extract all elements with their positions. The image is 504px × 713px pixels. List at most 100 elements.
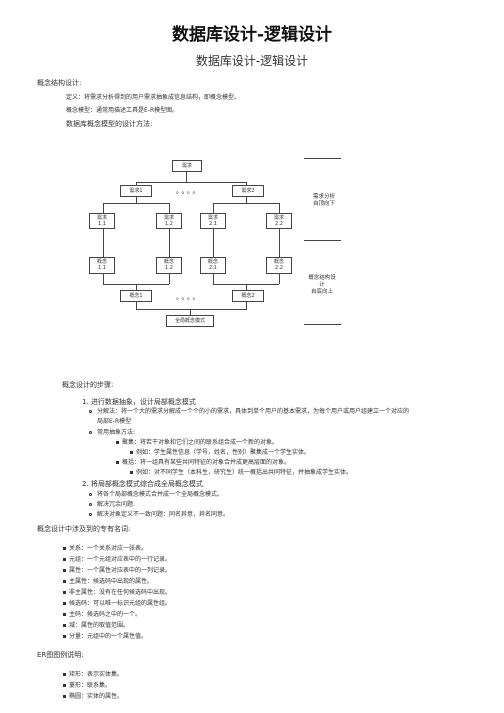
term-candidate-key: 候选码：可以唯一标识元组的属性组。 xyxy=(69,600,172,607)
terms-heading: 概念设计中涉及到的专有名词: xyxy=(37,525,131,533)
definition-text: 定义：将需求分析得到的用户需求抽象成信息结构，即概念模型。 xyxy=(66,94,241,101)
generalization: 概括：将一组具有某些共同特征的对象合并成更高层面的对象。 xyxy=(122,459,291,466)
step-1: 1. 进行数据抽象，设计局部概念模式 xyxy=(82,398,196,406)
connector xyxy=(103,203,169,204)
connector xyxy=(213,203,214,213)
connector xyxy=(279,274,280,284)
bullet xyxy=(63,624,66,627)
bullet xyxy=(89,513,92,516)
divider xyxy=(304,324,341,325)
connector xyxy=(213,274,214,284)
bullet xyxy=(89,410,92,413)
connector xyxy=(136,197,137,203)
bullet xyxy=(130,471,133,474)
step-2: 2. 将局部概念模式综合成全局概念模式 xyxy=(82,480,203,488)
merge-schemas: 将各个局部概念模式合并成一个全局概念模式。 xyxy=(97,491,224,498)
bullet xyxy=(130,451,133,454)
divider xyxy=(304,158,341,159)
connector xyxy=(246,284,247,290)
box-req12: 需求 1.2 xyxy=(156,213,182,229)
term-relation: 关系：一个关系对应一张表。 xyxy=(69,545,148,552)
er-heading: ER图图例说明: xyxy=(37,651,84,659)
box-req21: 需求 2.1 xyxy=(200,213,226,229)
aggregation-example: 例如：学生属性信息（学号，姓名，性别）聚集成一个学生实体。 xyxy=(136,449,311,456)
page-title: 数据库设计-逻辑设计 xyxy=(171,25,333,45)
er-ellipse: 椭圆：实体的属性。 xyxy=(69,693,124,700)
ellipsis-bottom: 。。。。 xyxy=(176,293,202,301)
connector xyxy=(103,203,104,213)
connector xyxy=(213,229,214,257)
section-heading-concept-design: 概念结构设计: xyxy=(37,79,82,87)
box-requirement: 需求 xyxy=(172,160,202,172)
divider xyxy=(304,240,341,241)
er-rectangle: 矩形：表示实体集。 xyxy=(69,671,124,678)
connector xyxy=(246,197,247,203)
bullet xyxy=(63,558,66,561)
box-con22: 概念 2.2 xyxy=(266,257,292,274)
ellipsis-top: 。。。。 xyxy=(176,187,202,195)
bullet xyxy=(63,673,66,676)
er-diamond: 菱形：联系集。 xyxy=(69,682,112,689)
connector xyxy=(279,229,280,257)
design-method-text: 数据库概念模型的设计方法: xyxy=(66,120,153,128)
term-domain: 域：属性的取值范围。 xyxy=(69,622,130,629)
box-con2: 概念2 xyxy=(232,290,264,302)
connector xyxy=(213,203,279,204)
connector xyxy=(246,182,247,186)
term-attribute: 属性：一个属性对应表中的一列记录。 xyxy=(69,567,172,574)
step-1-decomposition-cont: 局部E-R模型 xyxy=(97,418,132,425)
steps-heading: 概念设计的步骤: xyxy=(62,381,114,389)
bullet xyxy=(63,695,66,698)
bullet xyxy=(63,569,66,572)
connector xyxy=(136,302,137,309)
connector xyxy=(136,182,137,186)
term-tuple: 元组：一个元组对应表中的一行记录。 xyxy=(69,556,172,563)
box-con12: 概念 1.2 xyxy=(156,257,182,274)
box-req22: 需求 2.2 xyxy=(266,213,292,229)
bullet xyxy=(116,441,119,444)
bullet xyxy=(63,591,66,594)
bullet xyxy=(89,493,92,496)
connector xyxy=(169,274,170,284)
bullet xyxy=(89,431,92,434)
term-nonprime-attribute: 非主属性：没有在任何候选码中出现。 xyxy=(69,589,172,596)
bullet xyxy=(63,602,66,605)
bullet xyxy=(63,635,66,638)
term-prime-attribute: 主属性：候选码中出现的属性。 xyxy=(69,578,154,585)
box-req1: 需求1 xyxy=(120,185,152,197)
connector xyxy=(190,309,191,315)
connector xyxy=(169,203,170,213)
resolve-redundancy: 解决冗余问题. xyxy=(97,501,135,508)
model-tool-text: 概念模型：通常用描述工具是E-R模型图。 xyxy=(66,107,179,114)
bullet xyxy=(63,547,66,550)
connector xyxy=(136,182,246,183)
bullet xyxy=(63,684,66,687)
box-global-schema: 全局概念模式 xyxy=(166,315,214,327)
abstraction-methods: 常用抽象方法: xyxy=(97,429,136,436)
bullet xyxy=(63,580,66,583)
bullet xyxy=(63,613,66,616)
connector xyxy=(136,309,247,310)
box-con1: 概念1 xyxy=(120,290,152,302)
connector xyxy=(186,172,187,182)
annotation-bottom-up: 概念结构设 计 自底向上 xyxy=(308,275,336,295)
box-req11: 需求 1.1 xyxy=(89,213,115,229)
connector xyxy=(103,229,104,257)
box-req2: 需求2 xyxy=(232,185,264,197)
resolve-inconsistency: 解决对象定义不一致问题：同名异意，异名同意。 xyxy=(97,511,230,518)
connector xyxy=(246,302,247,309)
box-con21: 概念 2.1 xyxy=(200,257,226,274)
generalization-example: 例如：对不同学生（本科生，研究生）统一概括出共同特征，并抽象成学生实体。 xyxy=(136,469,353,476)
annotation-top-down: 需求分析 自顶向下 xyxy=(312,194,335,207)
connector xyxy=(169,229,170,257)
box-con11: 概念 1.1 xyxy=(89,257,115,274)
connector xyxy=(103,274,104,284)
connector xyxy=(279,203,280,213)
aggregation: 聚集：将若干对象和它们之间的联系组合成一个新的对象。 xyxy=(122,439,279,446)
connector xyxy=(136,284,137,290)
term-primary-key: 主码：候选码之中的一个。 xyxy=(69,611,142,618)
bullet xyxy=(116,461,119,464)
page-subtitle: 数据库设计-逻辑设计 xyxy=(195,54,309,68)
term-component: 分量：元组中的一个属性值。 xyxy=(69,633,148,640)
bullet xyxy=(89,503,92,506)
